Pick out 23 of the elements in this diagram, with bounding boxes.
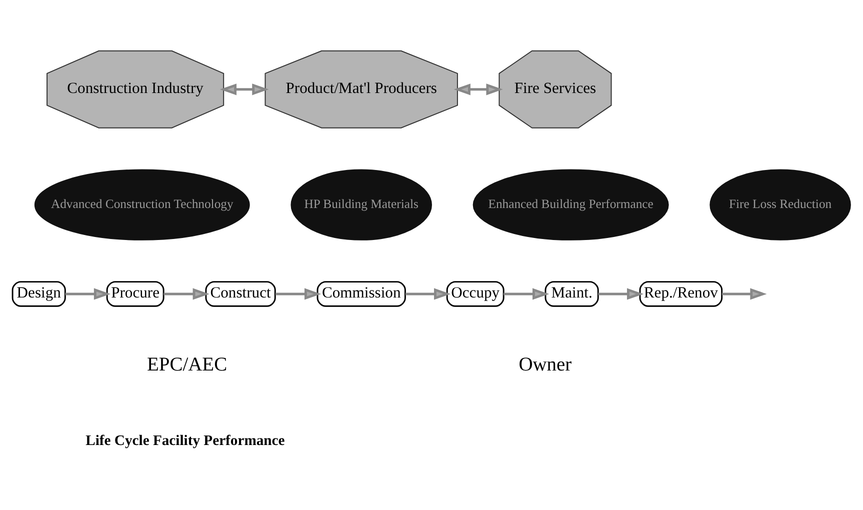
- arrow: [504, 288, 550, 300]
- arrow: [598, 288, 644, 300]
- node-ellipse: Enhanced Building Performance: [472, 168, 669, 240]
- label: EPC/AEC: [147, 354, 228, 375]
- node-ellipse: HP Building Materials: [290, 168, 432, 240]
- node-box: Rep./Renov: [639, 280, 723, 306]
- arrow: [275, 288, 322, 300]
- arrow: [722, 288, 767, 300]
- node-ellipse: Fire Loss Reduction: [710, 168, 851, 240]
- label: Life Cycle Facility Performance: [86, 432, 285, 448]
- arrow: [220, 83, 269, 95]
- label: Owner: [518, 354, 572, 375]
- node-box: Commission: [316, 280, 406, 306]
- arrow: [405, 288, 451, 300]
- node-box: Construct: [205, 280, 276, 306]
- node-ellipse: Advanced Construction Technology: [34, 168, 250, 240]
- arrow: [454, 83, 503, 95]
- node-box: Occupy: [446, 280, 504, 306]
- node-box: Maint.: [544, 280, 599, 306]
- arrow: [164, 288, 210, 300]
- node-box: Design: [12, 280, 66, 306]
- node-box: Procure: [106, 280, 164, 306]
- arrow: [65, 288, 111, 300]
